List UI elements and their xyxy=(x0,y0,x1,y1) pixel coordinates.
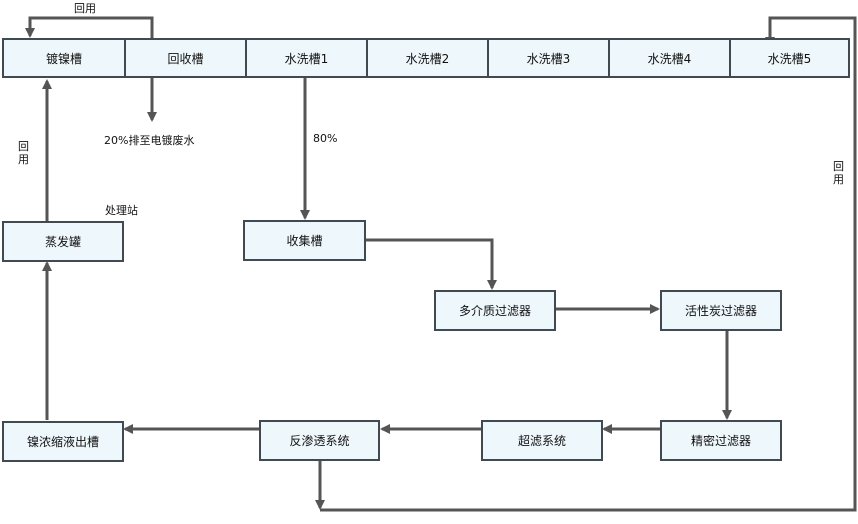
box-evaporator: 蒸发罐 xyxy=(2,221,124,262)
tank-rinse-5: 水洗槽5 xyxy=(729,38,850,78)
reuse-top-line xyxy=(25,16,154,38)
box-activated-carbon-filter: 活性炭过滤器 xyxy=(660,290,782,331)
label-reuse-right: 回用 xyxy=(833,160,844,186)
box-multimedia-filter: 多介质过滤器 xyxy=(434,290,556,331)
label-reuse-top: 回用 xyxy=(74,2,96,15)
label-percent-80: 80% xyxy=(313,132,338,145)
tank-rinse-3: 水洗槽3 xyxy=(487,38,608,78)
box-precision-filter: 精密过滤器 xyxy=(660,420,782,461)
label-reuse-left: 回用 xyxy=(18,140,29,166)
reuse-right-line xyxy=(320,16,857,512)
label-discharge: 20%排至电镀废水 xyxy=(104,134,195,147)
label-discharge-cont: 处理站 xyxy=(105,204,138,217)
tank-rinse-4: 水洗槽4 xyxy=(608,38,729,78)
box-reverse-osmosis: 反渗透系统 xyxy=(259,420,380,461)
to-multimedia-line xyxy=(366,238,497,290)
box-nickel-concentrate-tank: 镍浓缩液出槽 xyxy=(2,421,124,462)
tank-rinse-2: 水洗槽2 xyxy=(366,38,487,78)
tank-plating-nickel: 镀镍槽 xyxy=(2,38,124,78)
tank-recovery: 回收槽 xyxy=(124,38,245,78)
tank-rinse-1: 水洗槽1 xyxy=(245,38,366,78)
box-collection-tank: 收集槽 xyxy=(243,220,366,261)
box-ultrafiltration: 超滤系统 xyxy=(481,420,603,461)
